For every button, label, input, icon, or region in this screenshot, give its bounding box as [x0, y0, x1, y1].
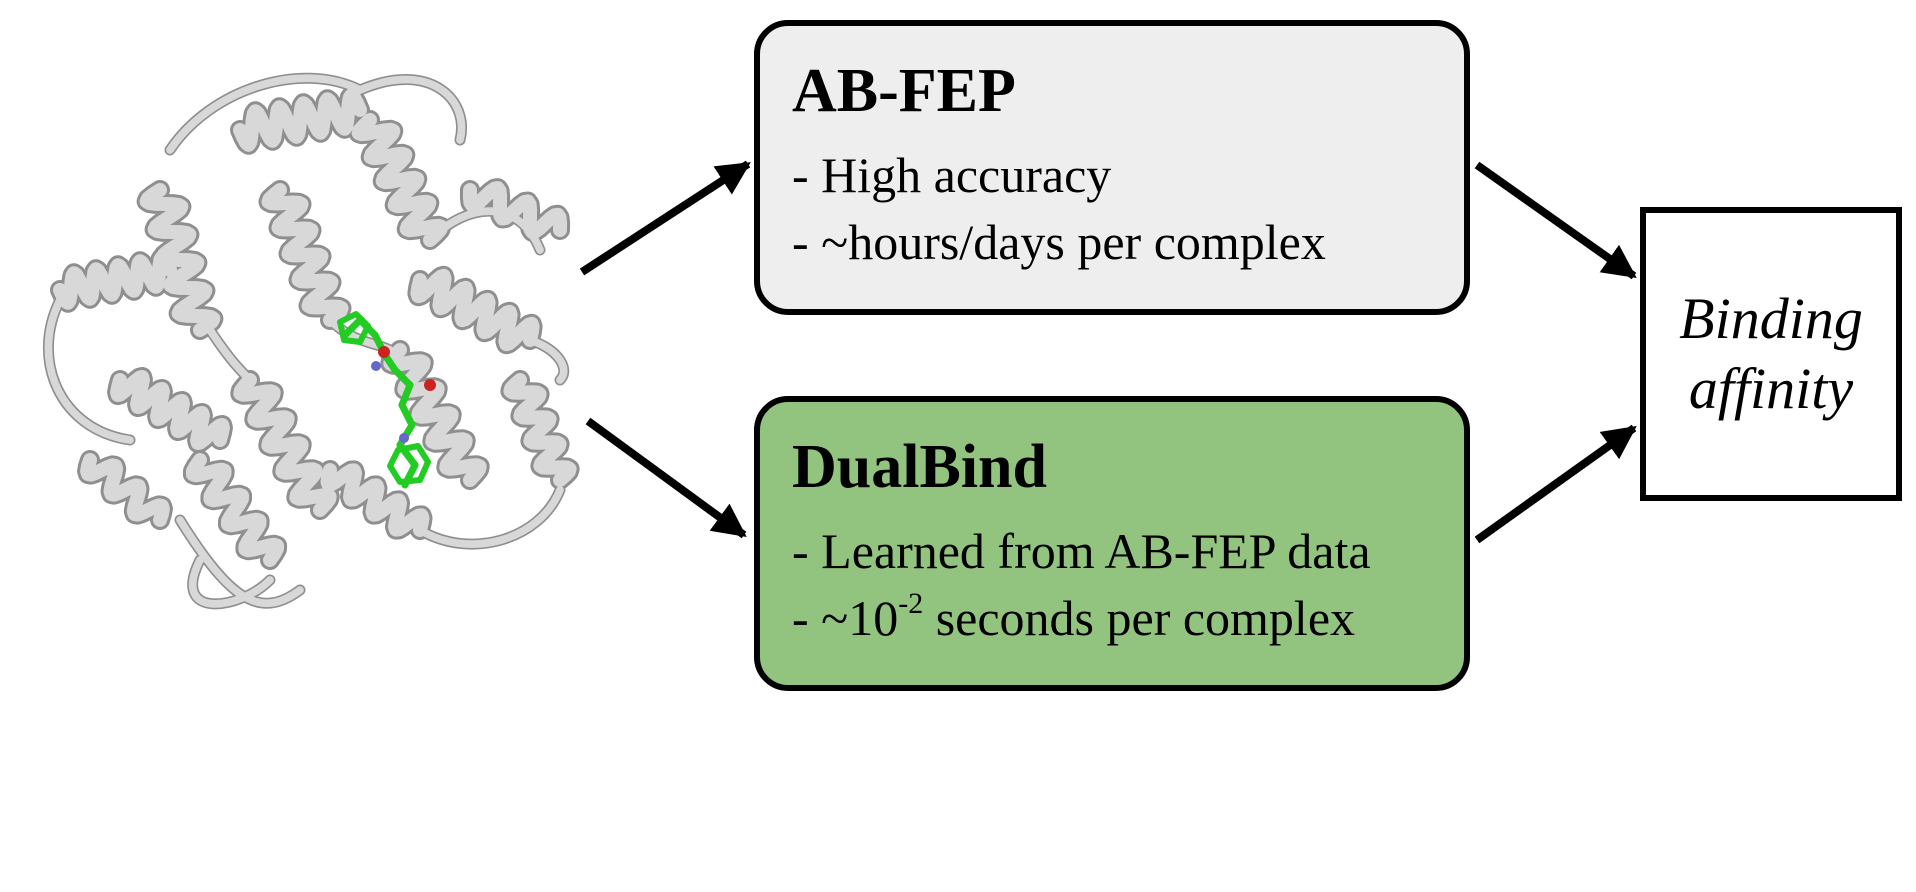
dualbind-title: DualBind — [792, 433, 1048, 501]
result-line-1: Binding — [1679, 286, 1863, 352]
dualbind-speed-line: - ~10-2 seconds per complex — [792, 589, 1356, 646]
dualbind-training-line: - Learned from AB-FEP data — [792, 523, 1371, 579]
dualbind-speed-exponent: -2 — [898, 587, 924, 620]
protein-ligand-complex — [42, 72, 580, 610]
abfep-title: AB-FEP — [792, 57, 1016, 125]
abfep-accuracy-line: - High accuracy — [792, 147, 1112, 203]
dualbind-speed-prefix: - ~10 — [792, 590, 899, 646]
binding-affinity-box: Binding affinity — [1640, 207, 1902, 501]
protein-ribbon — [42, 72, 580, 610]
dualbind-speed-suffix: seconds per complex — [923, 590, 1356, 646]
abfep-box: AB-FEP - High accuracy - ~hours/days per… — [754, 20, 1470, 315]
arrow-protein-to-abfep — [579, 160, 751, 276]
ligand-molecule — [337, 311, 436, 489]
result-line-2: affinity — [1688, 356, 1854, 421]
arrow-abfep-to-affinity — [1474, 161, 1637, 280]
dualbind-box: DualBind - Learned from AB-FEP data - ~1… — [754, 396, 1470, 691]
arrow-dualbind-to-affinity — [1474, 424, 1637, 544]
arrow-protein-to-dualbind — [585, 417, 747, 539]
abfep-speed-line: - ~hours/days per complex — [792, 214, 1326, 270]
